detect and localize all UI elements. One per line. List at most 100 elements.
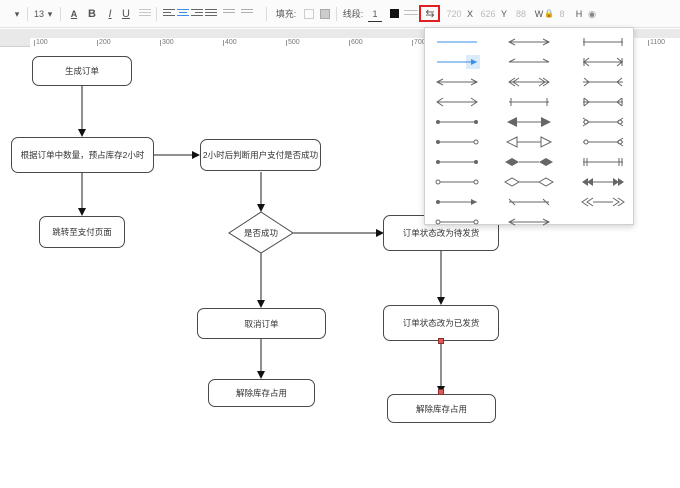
line-end-option[interactable]: [429, 94, 485, 110]
line-color-icon[interactable]: [390, 9, 399, 18]
node-label: 取消订单: [244, 318, 279, 329]
toolbar: ▾ 13 ▾ A B I U 填充: 线段: 1 ⇆ 720 X 626 Y 8…: [0, 0, 680, 28]
node-cancel-order[interactable]: 取消订单: [197, 308, 326, 339]
line-end-option[interactable]: [575, 134, 631, 150]
node-goto-payment[interactable]: 跳转至支付页面: [39, 216, 125, 248]
ruler-label: 400: [225, 39, 237, 46]
node-label: 订单状态改为待发货: [402, 228, 480, 238]
divider: [336, 7, 337, 21]
flowchart-canvas[interactable]: 生成订单 根据订单中数量，预占库存2小时 2小时后判断用户支付是否成功 跳转至支…: [0, 48, 680, 488]
font-size-select[interactable]: 13: [33, 9, 44, 19]
node-release-stock-left[interactable]: 解除库存占用: [208, 379, 315, 407]
decision-diamond: [228, 211, 294, 254]
x-position-input[interactable]: 720: [446, 9, 462, 19]
w-input[interactable]: 8: [559, 9, 565, 19]
ruler-label: 500: [288, 39, 300, 46]
valign-top-icon[interactable]: [222, 7, 236, 21]
line-end-option[interactable]: [575, 94, 631, 110]
line-end-option[interactable]: [429, 74, 485, 90]
line-end-option[interactable]: [501, 154, 557, 170]
line-end-option[interactable]: [575, 194, 631, 210]
line-style-icon[interactable]: [404, 7, 418, 21]
line-end-option[interactable]: [575, 54, 631, 70]
line-end-option[interactable]: [575, 174, 631, 190]
font-color-icon[interactable]: A: [70, 9, 78, 19]
ruler-track: [30, 38, 680, 47]
node-label: 根据订单中数量，预占库存2小时: [20, 150, 145, 160]
x-label: X: [466, 9, 473, 19]
x2-position-input[interactable]: 626: [480, 9, 496, 19]
line-ends-highlight: [419, 5, 440, 22]
ruler-tick: [97, 40, 98, 46]
line-end-option[interactable]: [501, 134, 557, 150]
line-width-select[interactable]: 1: [368, 6, 382, 22]
underline-button[interactable]: U: [122, 8, 130, 20]
ruler-label: 100: [36, 39, 48, 46]
connector-end-handle[interactable]: [438, 389, 444, 395]
chevron-down-icon[interactable]: ▾: [47, 9, 53, 19]
line-end-option[interactable]: [501, 174, 557, 190]
align-justify-icon[interactable]: [204, 7, 218, 21]
ruler-label: 700: [414, 39, 426, 46]
ruler-label: 600: [351, 39, 363, 46]
chevron-down-icon[interactable]: ▾: [14, 9, 20, 19]
line-end-option[interactable]: [575, 34, 631, 50]
eye-icon[interactable]: ◉: [588, 9, 596, 19]
line-end-option[interactable]: [429, 34, 485, 50]
line-end-option[interactable]: [501, 194, 557, 210]
line-end-option[interactable]: [429, 174, 485, 190]
node-deduct-stock[interactable]: 根据订单中数量，预占库存2小时: [11, 137, 154, 173]
italic-button[interactable]: I: [108, 8, 112, 20]
node-label: 解除库存占用: [415, 403, 467, 414]
line-end-option[interactable]: [501, 34, 557, 50]
line-end-option[interactable]: [429, 194, 485, 210]
line-end-option[interactable]: [429, 114, 485, 130]
ruler-label: 1100: [650, 39, 666, 46]
node-release-stock-right[interactable]: 解除库存占用: [387, 394, 496, 423]
node-label: 2小时后判断用户支付是否成功: [202, 150, 319, 160]
node-generate-order[interactable]: 生成订单: [32, 56, 132, 86]
ruler-label: 200: [99, 39, 111, 46]
line-end-option[interactable]: [575, 154, 631, 170]
fill-color-icon[interactable]: [320, 9, 330, 19]
connector-start-handle[interactable]: [438, 338, 444, 344]
line-end-option[interactable]: [575, 114, 631, 130]
line-end-option[interactable]: [429, 134, 485, 150]
line-end-option[interactable]: [501, 74, 557, 90]
lock-icon[interactable]: 🔒: [544, 9, 554, 18]
valign-middle-icon[interactable]: [240, 7, 254, 21]
ruler-tick: [648, 40, 649, 46]
align-right-icon[interactable]: [190, 7, 204, 21]
line-end-option[interactable]: [501, 114, 557, 130]
node-label: 生成订单: [64, 66, 99, 76]
line-end-option[interactable]: [575, 74, 631, 90]
ruler-tick: [349, 40, 350, 46]
w-label: W: [534, 9, 544, 19]
align-left-icon[interactable]: [162, 7, 176, 21]
y-position-input[interactable]: 88: [515, 9, 526, 19]
node-status-shipped[interactable]: 订单状态改为已发货: [383, 305, 499, 341]
ruler-tick: [223, 40, 224, 46]
line-ends-icon[interactable]: ⇆: [425, 8, 435, 20]
line-end-option[interactable]: [501, 214, 557, 230]
line-end-option[interactable]: [429, 154, 485, 170]
node-is-success[interactable]: 是否成功: [244, 228, 279, 238]
node-check-payment[interactable]: 2小时后判断用户支付是否成功: [200, 139, 321, 171]
ruler-tick: [160, 40, 161, 46]
bold-button[interactable]: B: [88, 8, 96, 20]
fill-none-icon[interactable]: [304, 9, 314, 19]
line-end-option-selected[interactable]: [429, 54, 485, 70]
ruler-label: 300: [162, 39, 174, 46]
divider: [156, 7, 157, 21]
ruler-tick: [286, 40, 287, 46]
line-end-option[interactable]: [429, 214, 485, 230]
node-label: 跳转至支付页面: [52, 227, 112, 237]
align-center-icon[interactable]: [176, 7, 190, 21]
node-label: 解除库存占用: [235, 388, 287, 398]
line-end-option[interactable]: [501, 94, 557, 110]
node-label: 订单状态改为已发货: [402, 318, 480, 328]
divider: [266, 7, 267, 21]
divider: [60, 7, 61, 21]
line-end-option[interactable]: [501, 54, 557, 70]
list-icon[interactable]: [138, 7, 152, 21]
